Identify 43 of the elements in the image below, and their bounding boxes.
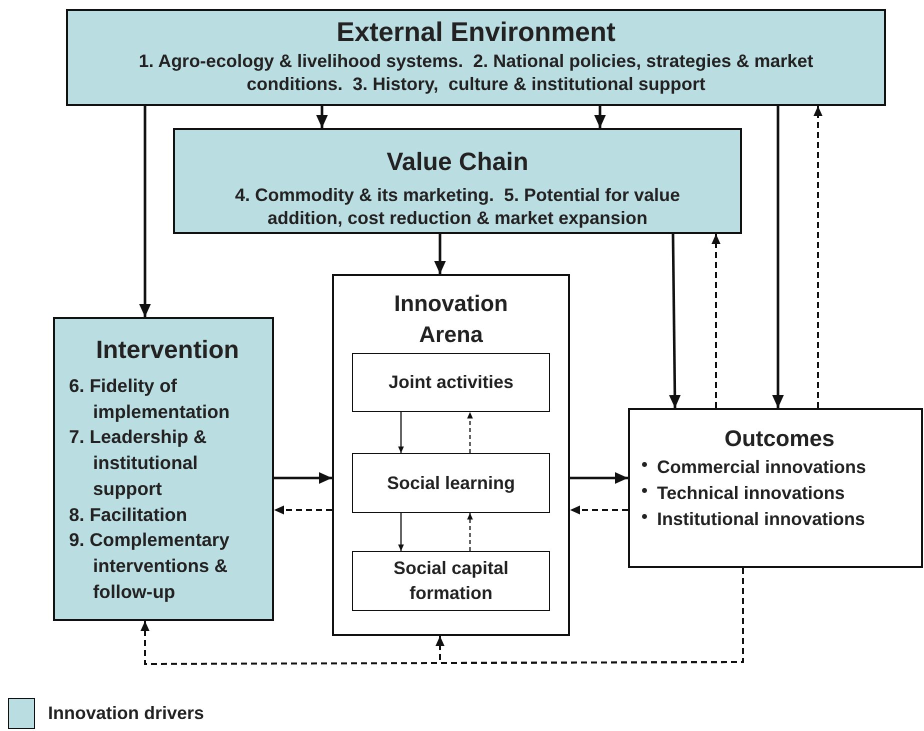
dashed-arrow	[814, 106, 822, 408]
dashed-arrow	[467, 513, 473, 551]
box-heading: Intervention	[94, 335, 240, 366]
dashed-arrow	[274, 506, 332, 514]
box-description: 4. Commodity & its marketing. 5. Potential for value addition, cost reduction & market expansion	[234, 184, 682, 230]
box-label: Social capital formation	[392, 557, 510, 605]
list-item: 8. Facilitation	[69, 502, 188, 527]
environment-box	[66, 9, 886, 106]
value-chain-box	[173, 128, 742, 234]
arrow	[434, 234, 446, 274]
box-heading: External Environment	[336, 16, 616, 49]
dashed-arrow	[467, 412, 473, 453]
arrow	[398, 513, 404, 551]
list-item: Technical innovations	[657, 482, 845, 505]
list-item: Commercial innovations	[657, 456, 866, 479]
arrow	[398, 412, 404, 453]
arrow	[316, 106, 328, 128]
arrow	[772, 106, 784, 408]
arrow	[570, 472, 628, 484]
box-heading: Innovation Arena	[393, 290, 509, 349]
legend-label: Innovation drivers	[48, 703, 204, 724]
list-item: 6. Fidelity of implementation	[69, 374, 231, 424]
activity-box	[352, 551, 550, 611]
box-label: Joint activities	[388, 371, 514, 394]
dashed-arrow	[570, 506, 628, 514]
arrow	[274, 472, 332, 484]
list-item: Institutional innovations	[657, 508, 865, 531]
dashed-arrow	[712, 234, 720, 408]
intervention-box	[53, 317, 274, 621]
dashed-arrow	[436, 568, 744, 664]
box-heading: Value Chain	[386, 147, 528, 178]
box-description: 1. Agro-ecology & livelihood systems. 2. National policies, strategies & market conditions. 3. History, culture & institutional support	[138, 50, 814, 96]
list-item: 9. Complementary interventions & follow-up	[69, 528, 230, 604]
arrow	[594, 106, 606, 128]
box-heading: Outcomes	[723, 425, 836, 453]
arrow	[139, 106, 151, 317]
list-item: 7. Leadership & institutional support	[69, 425, 208, 501]
activity-box	[352, 453, 550, 513]
arrow	[669, 234, 681, 408]
outcomes-box	[628, 408, 923, 568]
innovation-arena-box	[332, 274, 570, 636]
box-label: Social learning	[386, 472, 516, 495]
activity-box	[352, 353, 550, 412]
